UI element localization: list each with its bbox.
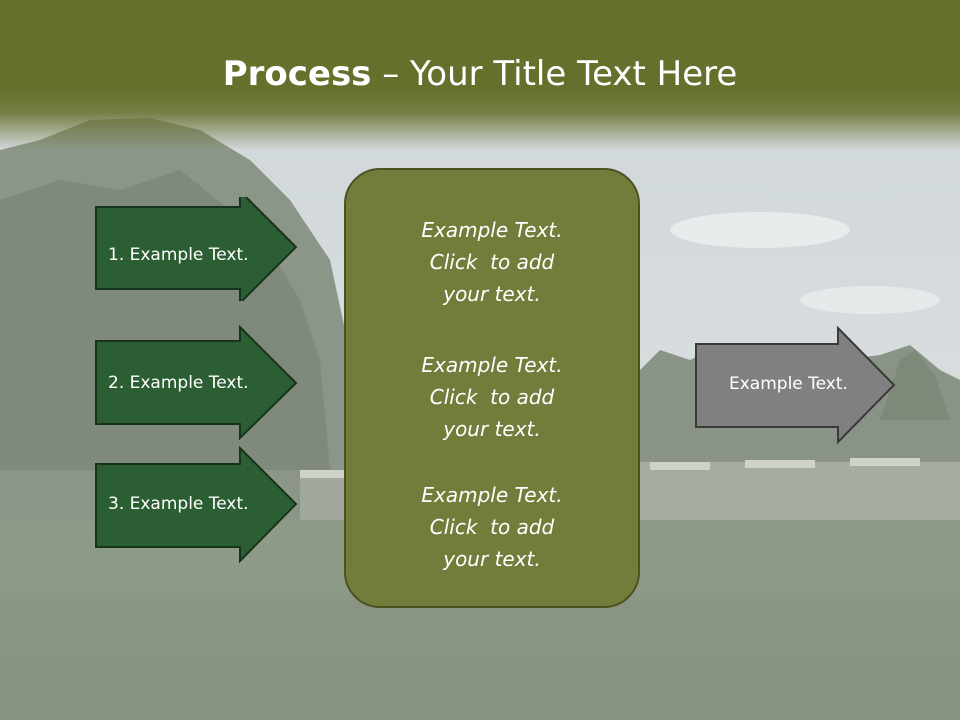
center-block-2-line2: Click to add xyxy=(429,385,555,409)
left-arrow-3[interactable] xyxy=(94,446,300,564)
center-block-2-line3: your text. xyxy=(443,417,541,441)
right-arrow-label: Example Text. xyxy=(729,374,848,394)
left-arrow-2-label: 2. Example Text. xyxy=(108,373,249,393)
center-block-2-line1: Example Text. xyxy=(421,353,563,377)
center-block-2: Example Text. Click to add your text. xyxy=(346,349,638,445)
center-block-1-line2: Click to add xyxy=(429,250,555,274)
center-block-1-line1: Example Text. xyxy=(421,218,563,242)
center-block-3-line3: your text. xyxy=(443,547,541,571)
left-arrow-2[interactable] xyxy=(94,325,300,440)
slide-title[interactable]: Process – Your Title Text Here xyxy=(0,52,960,96)
center-block-3-line2: Click to add xyxy=(429,515,555,539)
center-block-3: Example Text. Click to add your text. xyxy=(346,479,638,575)
center-block-1-line3: your text. xyxy=(443,282,541,306)
header-band xyxy=(0,0,960,150)
center-block-1: Example Text. Click to add your text. xyxy=(346,214,638,310)
left-arrow-1[interactable] xyxy=(94,197,300,301)
center-block-3-line1: Example Text. xyxy=(421,483,563,507)
title-rest: – Your Title Text Here xyxy=(371,54,738,94)
title-bold: Process xyxy=(222,54,372,94)
left-arrow-1-label: 1. Example Text. xyxy=(108,245,249,265)
center-text-box[interactable]: Example Text. Click to add your text. Ex… xyxy=(344,168,640,608)
right-arrow[interactable] xyxy=(694,326,900,446)
left-arrow-3-label: 3. Example Text. xyxy=(108,494,249,514)
